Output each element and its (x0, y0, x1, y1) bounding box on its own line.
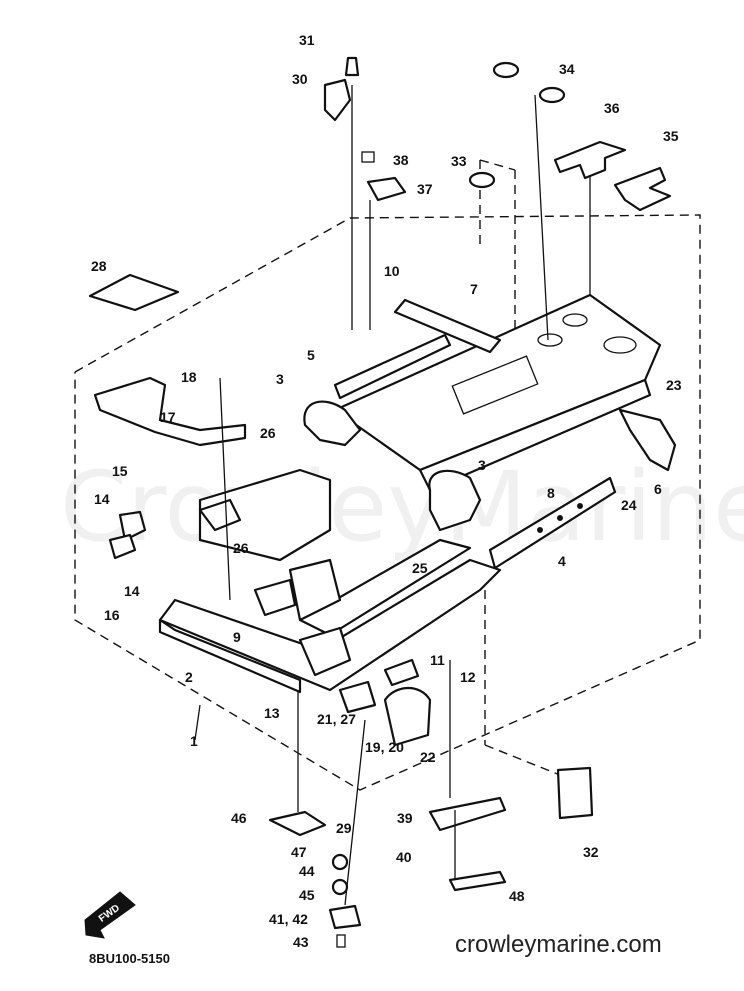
callout-10: 10 (384, 263, 400, 279)
callout-28: 28 (91, 258, 107, 274)
callout-32: 32 (583, 844, 599, 860)
callout-23: 23 (666, 377, 682, 393)
callout-1: 1 (190, 733, 198, 749)
callout-5: 5 (307, 347, 315, 363)
callout-45: 45 (299, 887, 315, 903)
callout-3b: 3 (478, 457, 486, 473)
part-34-cap-2 (538, 86, 566, 104)
callout-34: 34 (559, 61, 575, 77)
callout-3: 3 (276, 371, 284, 387)
callout-25: 25 (412, 560, 428, 576)
callout-44: 44 (299, 863, 315, 879)
callout-9: 9 (233, 629, 241, 645)
callout-11: 11 (430, 652, 445, 668)
part-35-plate (613, 166, 672, 212)
callout-12: 12 (460, 669, 476, 685)
part-28-plate (88, 273, 180, 312)
callout-46: 46 (231, 810, 247, 826)
callout-35: 35 (663, 128, 679, 144)
part-21-plate (338, 680, 377, 714)
callout-18: 18 (181, 369, 197, 385)
callout-36: 36 (604, 100, 620, 116)
callout-labels: 1 2 3 3 4 5 6 7 8 9 10 11 12 13 14 14 15… (91, 32, 682, 950)
callout-29: 29 (336, 820, 352, 836)
part-34-cap (492, 61, 520, 79)
callout-17: 17 (160, 409, 176, 425)
callout-15: 15 (112, 463, 128, 479)
part-29-mount (268, 810, 327, 837)
part-48-strip (448, 870, 507, 892)
leader-lines (194, 85, 591, 906)
fwd-arrow-icon (84, 891, 136, 939)
part-11-mount (383, 658, 420, 687)
callout-26b: 26 (233, 540, 249, 556)
loose-parts (84, 56, 672, 948)
callout-26a: 26 (260, 425, 276, 441)
callout-22: 22 (420, 749, 436, 765)
part-37-bracket (366, 176, 407, 202)
callout-37: 37 (417, 181, 433, 197)
callout-13: 13 (264, 705, 280, 721)
part-33-cap (468, 171, 496, 189)
callout-31: 31 (299, 32, 315, 48)
part-31-bolt (344, 56, 360, 77)
part-39-plate (428, 796, 507, 832)
watermark-text: CrowleyMarine (60, 451, 744, 563)
part-30-clip (323, 78, 352, 122)
part-32-pad (556, 766, 594, 820)
callout-21-27: 21, 27 (317, 711, 356, 727)
callout-38: 38 (393, 152, 409, 168)
callout-47: 47 (291, 844, 307, 860)
callout-39: 39 (397, 810, 413, 826)
part-19-mount (383, 686, 432, 747)
part-41-mount (328, 904, 362, 930)
part-36-plate (553, 140, 627, 180)
callout-7: 7 (470, 281, 478, 297)
callout-24: 24 (621, 497, 637, 513)
callout-30: 30 (292, 71, 308, 87)
callout-8: 8 (547, 485, 555, 501)
callout-16: 16 (104, 607, 120, 623)
frame-assembly (93, 293, 677, 694)
part-44-nut (331, 853, 349, 871)
callout-14a: 14 (94, 491, 110, 507)
callout-43: 43 (293, 934, 309, 950)
part-38-bolt (361, 151, 375, 163)
callout-2: 2 (185, 669, 193, 685)
callout-19-20: 19, 20 (365, 739, 404, 755)
callout-48: 48 (509, 888, 525, 904)
callout-14b: 14 (124, 583, 140, 599)
part-43-bolt (336, 934, 346, 948)
site-name: crowleymarine.com (455, 931, 662, 958)
callout-33: 33 (451, 153, 467, 169)
diagram-code: 8BU100-5150 (89, 951, 170, 966)
callout-40: 40 (396, 849, 412, 865)
callout-6: 6 (654, 481, 662, 497)
callout-4: 4 (558, 553, 566, 569)
callout-41-42: 41, 42 (269, 911, 308, 927)
part-45-nut (331, 878, 349, 896)
